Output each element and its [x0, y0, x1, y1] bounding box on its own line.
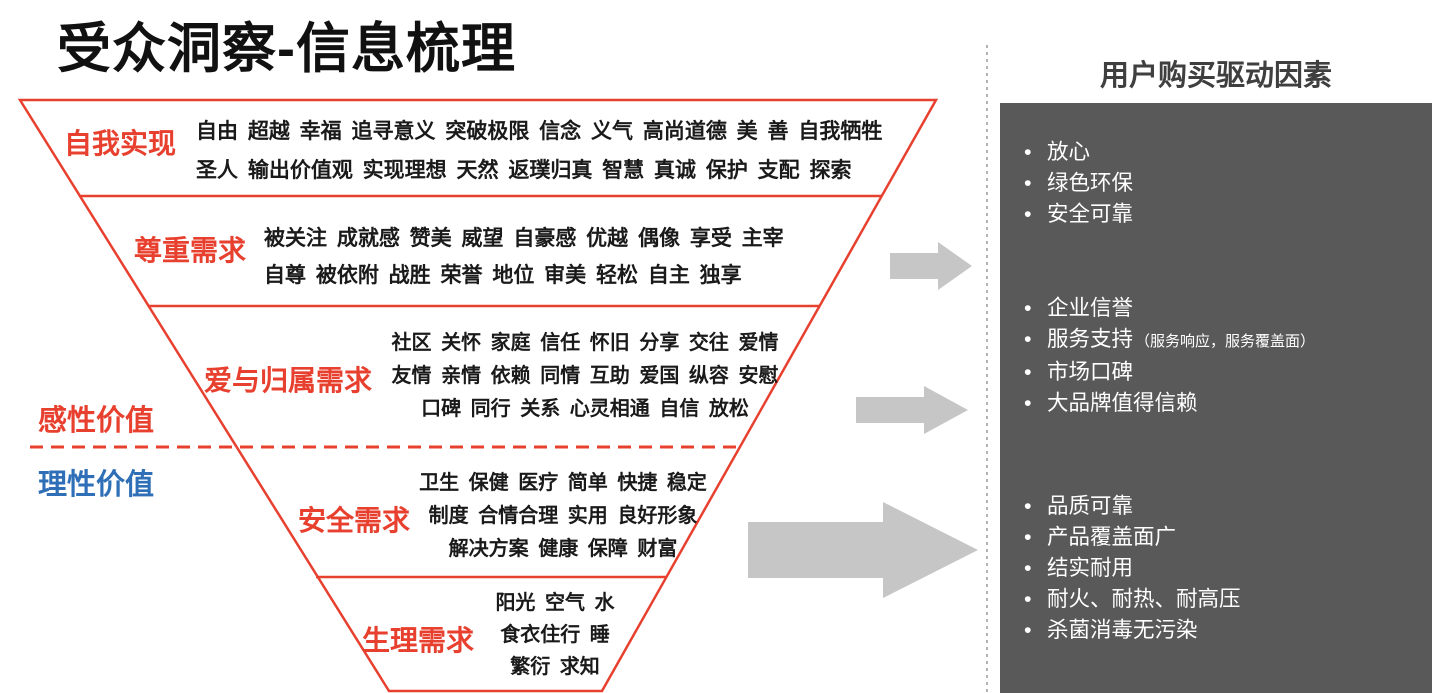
- level-label-self-actualization: 自我实现: [64, 128, 177, 159]
- content-line: 食衣住行 睡: [500, 624, 610, 646]
- content-line: 圣人 输出价值观 实现理想 天然 返璞归真 智慧 真诚 保护 支配 探索: [196, 159, 852, 182]
- purchase-drivers-panel: 放心 绿色环保 安全可靠 企业信誉 服务支持（服务响应，服务覆盖面） 市场口碑 …: [1000, 103, 1432, 693]
- content-line: 制度 合情合理 实用 良好形象: [428, 505, 698, 527]
- driver-item: 市场口碑: [1020, 357, 1426, 388]
- driver-item-text: 服务支持: [1047, 327, 1134, 351]
- driver-item: 品质可靠: [1020, 491, 1426, 522]
- driver-item: 放心: [1020, 137, 1426, 168]
- content-line: 被关注 成就感 赞美 威望 自豪感 优越 偶像 享受 主宰: [264, 227, 784, 250]
- driver-item: 服务支持（服务响应，服务覆盖面）: [1020, 324, 1426, 357]
- content-line: 自尊 被依附 战胜 荣誉 地位 审美 轻松 自主 独享: [264, 264, 742, 287]
- level-label-safety: 安全需求: [298, 505, 411, 536]
- drivers-group-middle: 企业信誉 服务支持（服务响应，服务覆盖面） 市场口碑 大品牌值得信赖: [1020, 293, 1426, 419]
- level-content-self-actualization: 自由 超越 幸福 追寻意义 突破极限 信念 义气 高尚道德 美 善 自我牺牲 圣…: [196, 112, 936, 190]
- drivers-group-top: 放心 绿色环保 安全可靠: [1020, 137, 1426, 230]
- driver-item-note: （服务响应，服务覆盖面）: [1135, 333, 1316, 350]
- drivers-panel-title: 用户购买驱动因素: [1099, 60, 1332, 92]
- content-line: 社区 关怀 家庭 信任 怀旧 分享 交往 爱情: [391, 332, 779, 354]
- drivers-group-bottom: 品质可靠 产品覆盖面广 结实耐用 耐火、耐热、耐高压 杀菌消毒无污染: [1020, 491, 1426, 646]
- driver-item: 大品牌值得信赖: [1020, 388, 1426, 419]
- content-line: 卫生 保健 医疗 简单 快捷 稳定: [419, 472, 707, 494]
- level-label-physiological: 生理需求: [362, 625, 475, 656]
- level-content-safety: 卫生 保健 医疗 简单 快捷 稳定 制度 合情合理 实用 良好形象 解决方案 健…: [408, 467, 718, 566]
- content-line: 友情 亲情 依赖 同情 互助 爱国 纵容 安慰: [391, 365, 779, 387]
- content-line: 口碑 同行 关系 心灵相通 自信 放松: [421, 398, 749, 420]
- level-label-belonging: 爱与归属需求: [204, 365, 373, 396]
- level-content-physiological: 阳光 空气 水 食衣住行 睡 繁衍 求知: [470, 587, 640, 683]
- arrow-right-icon-bottom: [748, 502, 978, 598]
- content-line: 阳光 空气 水: [495, 592, 615, 614]
- driver-item: 结实耐用: [1020, 553, 1426, 584]
- arrow-right-icon-middle: [856, 386, 968, 434]
- content-line: 自由 超越 幸福 追寻意义 突破极限 信念 义气 高尚道德 美 善 自我牺牲: [196, 120, 883, 143]
- driver-item: 企业信誉: [1020, 293, 1426, 324]
- driver-item: 安全可靠: [1020, 199, 1426, 230]
- content-line: 解决方案 健康 保障 财富: [448, 538, 678, 560]
- level-content-esteem: 被关注 成就感 赞美 威望 自豪感 优越 偶像 享受 主宰 自尊 被依附 战胜 …: [264, 220, 909, 294]
- driver-item: 杀菌消毒无污染: [1020, 615, 1426, 646]
- content-line: 繁衍 求知: [510, 656, 600, 678]
- page-title: 受众洞察-信息梳理: [57, 19, 516, 79]
- rational-value-label: 理性价值: [38, 469, 155, 501]
- driver-item: 产品覆盖面广: [1020, 522, 1426, 553]
- driver-item: 绿色环保: [1020, 168, 1426, 199]
- level-label-esteem: 尊重需求: [134, 235, 247, 266]
- emotional-value-label: 感性价值: [38, 405, 155, 437]
- level-content-belonging: 社区 关怀 家庭 信任 怀旧 分享 交往 爱情 友情 亲情 依赖 同情 互助 爱…: [380, 327, 790, 426]
- driver-item: 耐火、耐热、耐高压: [1020, 584, 1426, 615]
